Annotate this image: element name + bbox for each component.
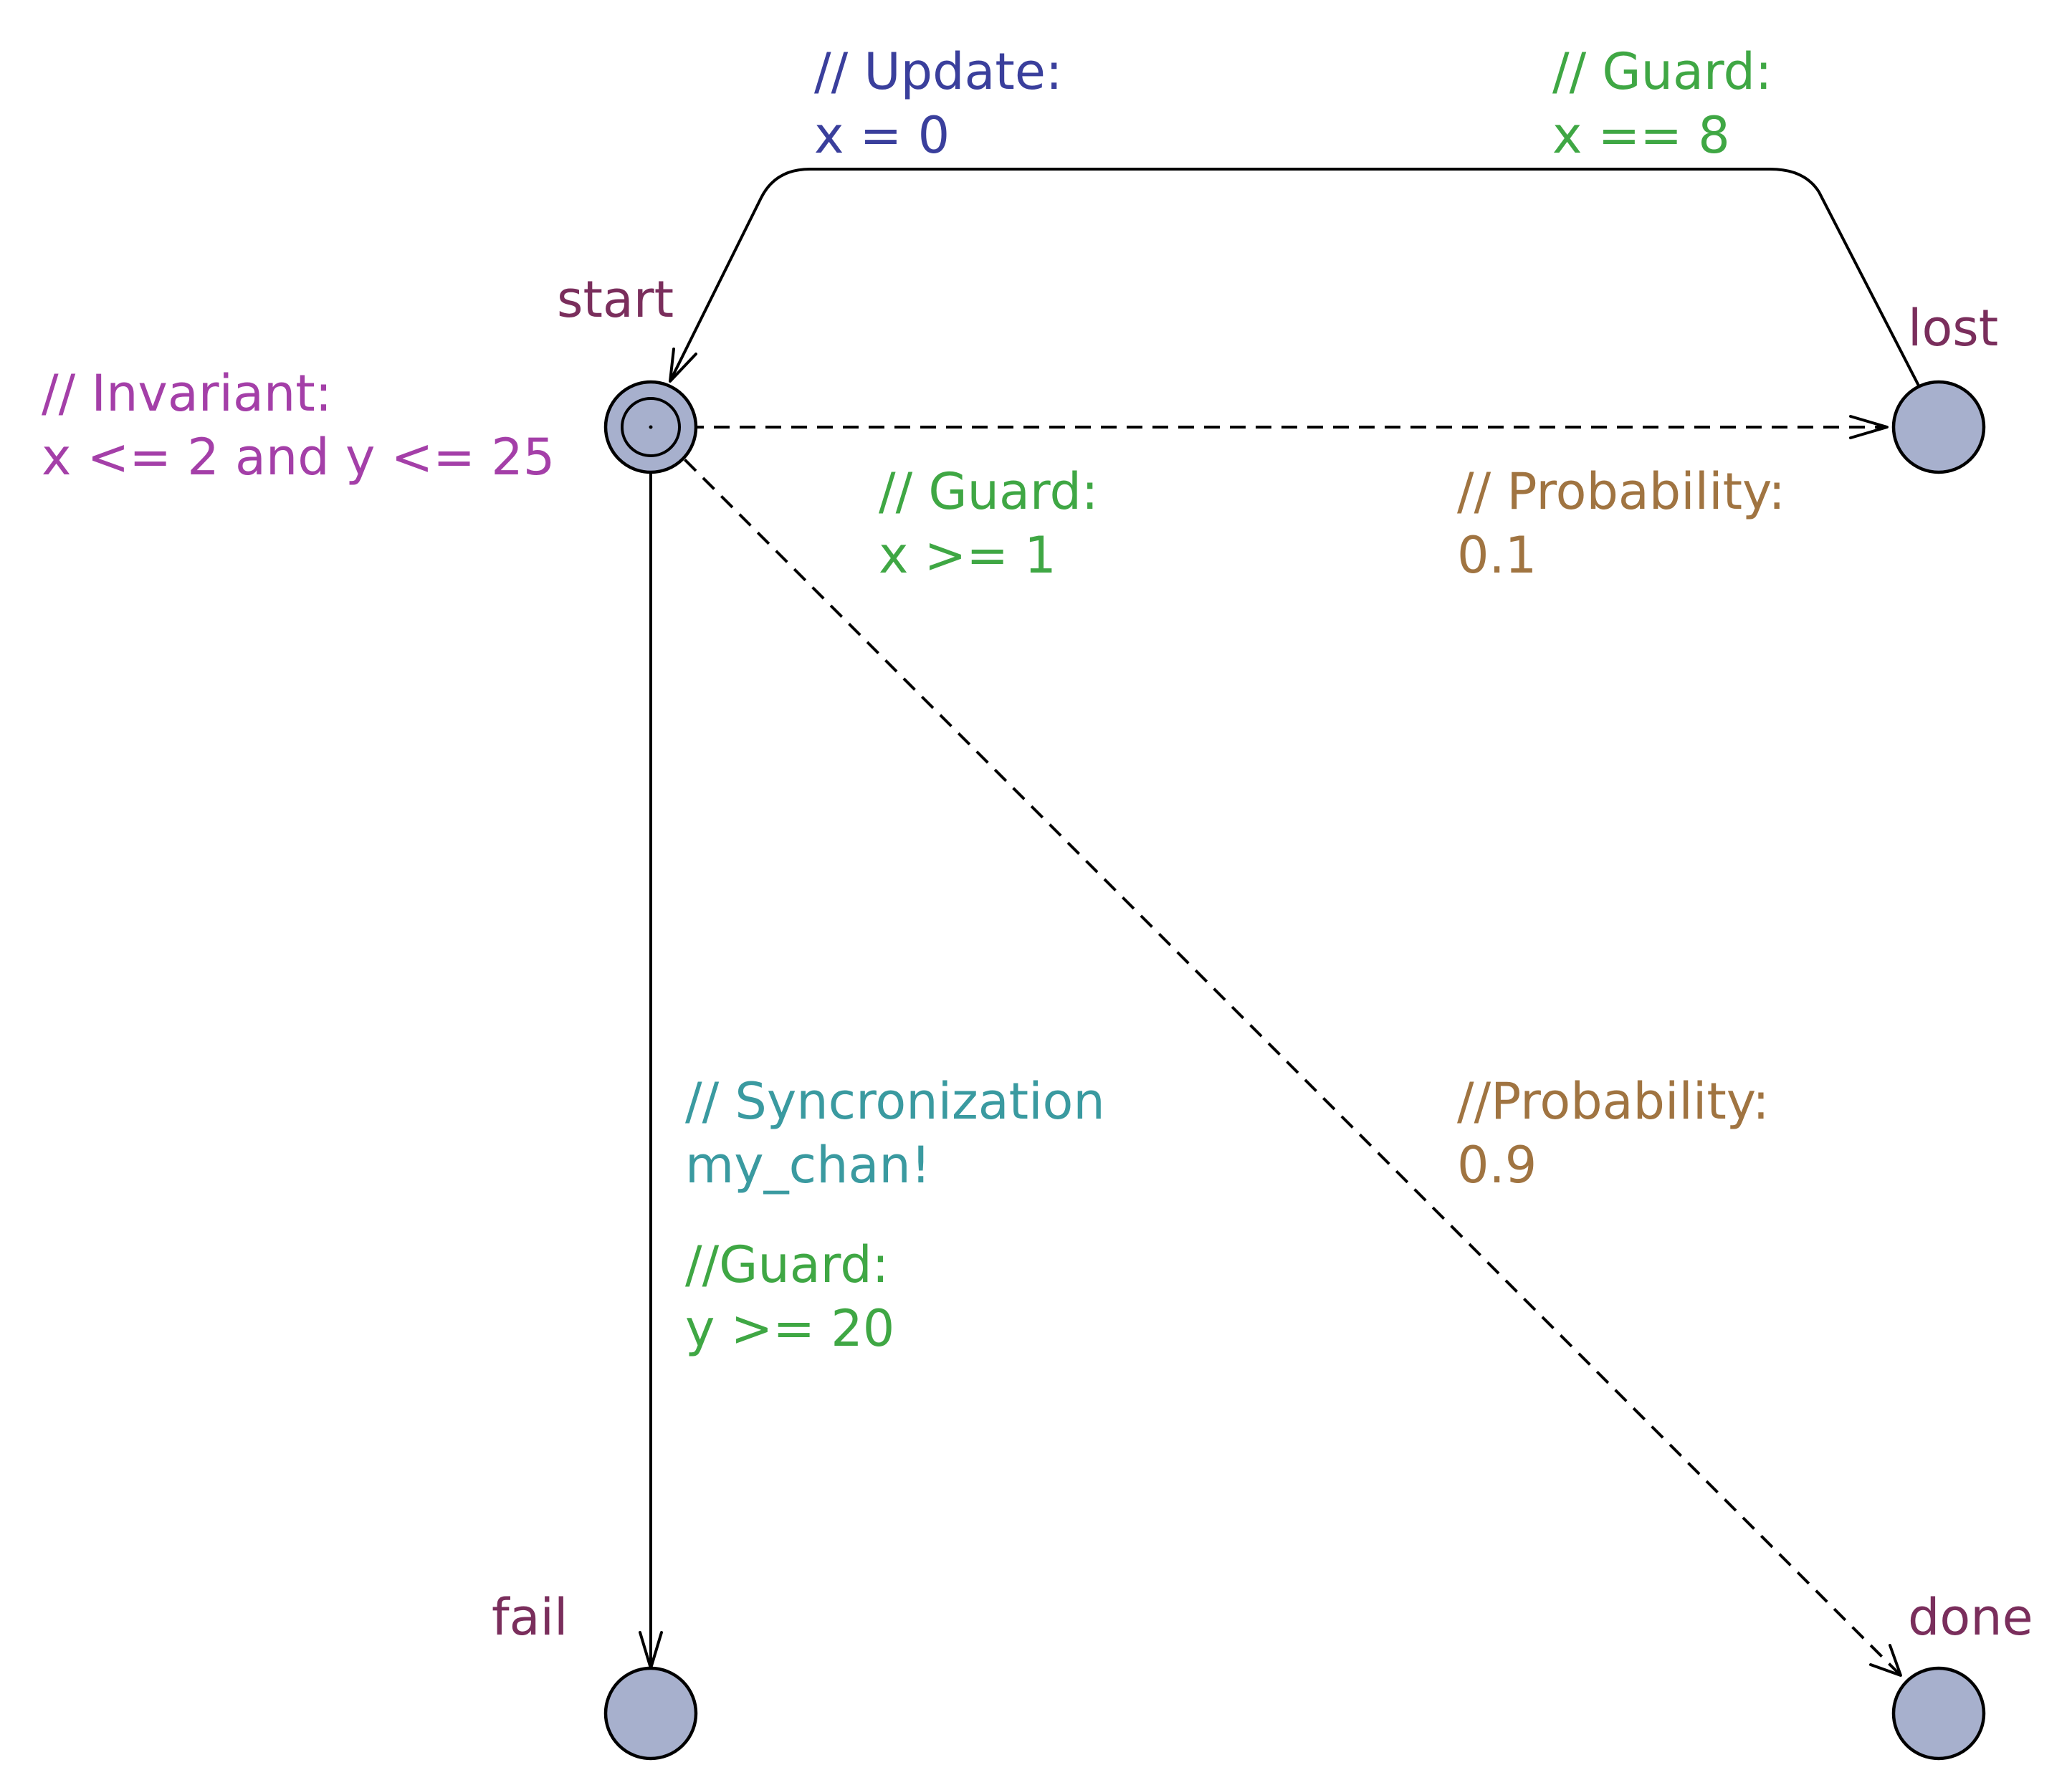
probability-comment-done: //Probability: [1457, 1072, 1770, 1131]
arrowhead-to-done [1869, 1644, 1902, 1677]
probability-value-done: 0.9 [1457, 1136, 1537, 1195]
probability-value-lost: 0.1 [1457, 526, 1537, 585]
edge-start-to-lost[interactable] [688, 415, 1889, 439]
edge-lost-to-start[interactable] [669, 168, 1921, 388]
invariant-expression: x <= 2 and y <= 25 [42, 428, 555, 487]
sync-comment: // Syncronization [685, 1072, 1105, 1131]
initial-marker [621, 397, 681, 457]
update-comment: // Update: [814, 42, 1063, 101]
location-name-lost: lost [1908, 299, 1998, 358]
edge-start-to-done[interactable] [665, 440, 1902, 1677]
guard-comment-lost-start: // Guard: [1552, 42, 1772, 101]
guard-comment-start-fail: //Guard: [685, 1235, 889, 1294]
sync-channel: my_chan! [685, 1136, 931, 1195]
update-expression: x = 0 [814, 106, 950, 165]
invariant-comment: // Invariant: [42, 364, 332, 423]
arrowhead-to-lost [1849, 415, 1889, 439]
location-name-fail: fail [492, 1588, 568, 1647]
location-name-start: start [557, 270, 674, 329]
location-start[interactable] [603, 380, 698, 474]
guard-comment-start-lost: // Guard: [879, 462, 1099, 521]
guard-expression-lost-start: x == 8 [1552, 106, 1730, 165]
location-fail[interactable] [603, 1666, 698, 1761]
location-done[interactable] [1891, 1666, 1986, 1761]
location-lost[interactable] [1891, 380, 1986, 474]
edge-start-to-fail[interactable] [639, 473, 663, 1670]
probability-comment-lost: // Probability: [1457, 462, 1785, 521]
guard-expression-start-lost: x >= 1 [879, 526, 1056, 585]
center-dot [649, 425, 653, 429]
arrowhead-to-start [669, 348, 697, 383]
location-name-done: done [1908, 1588, 2033, 1647]
guard-expression-start-fail: y >= 20 [685, 1299, 894, 1358]
